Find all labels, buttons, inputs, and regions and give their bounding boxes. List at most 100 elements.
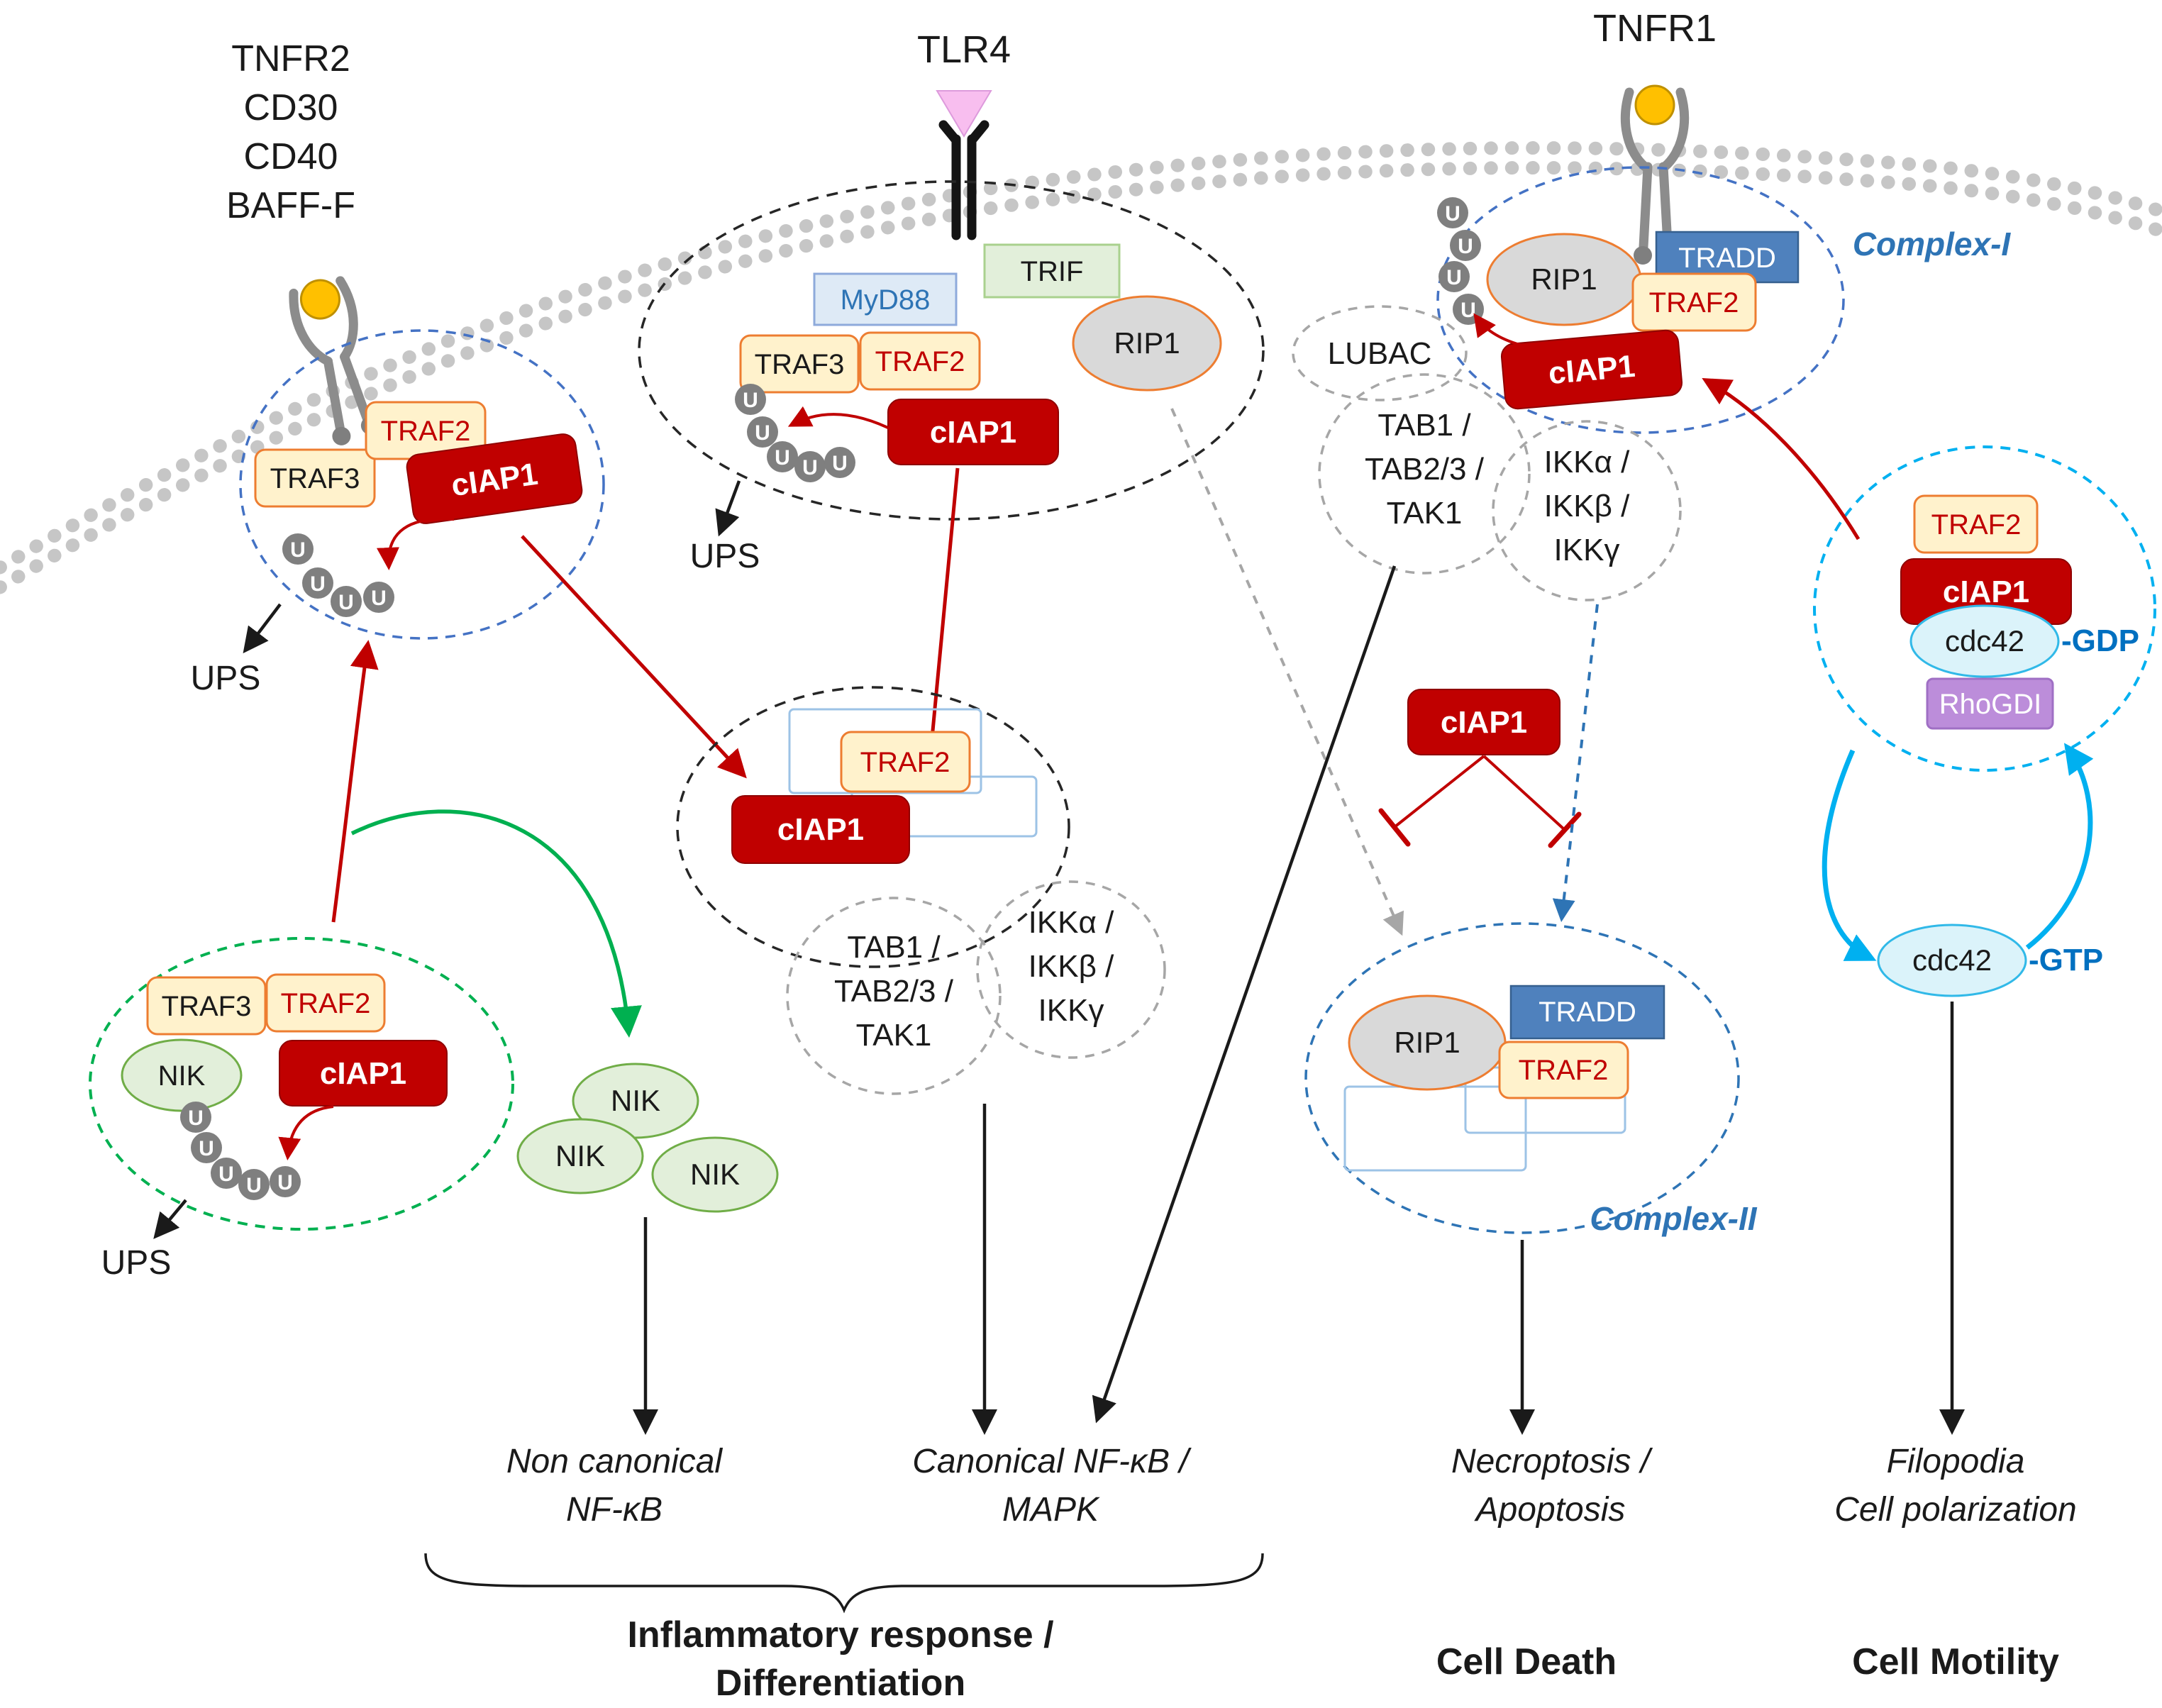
cell-membrane-outer: [0, 141, 2162, 575]
traf3-box: [739, 334, 860, 394]
summary-cell-motility: Cell Motility: [1852, 1641, 2059, 1682]
ubiquitin-letter: U: [1460, 299, 1476, 322]
gtp-to-gdp-arrow: [2025, 743, 2094, 950]
ubiquitin-letter: U: [199, 1137, 214, 1160]
ciap1-label: cIAP1: [930, 415, 1016, 450]
receptor-stem-icon: [1639, 162, 1653, 252]
traf2-label: TRAF2: [281, 988, 371, 1019]
complex-ellipse-middle: [676, 686, 1070, 968]
ikk-label-line3: IKKγ: [1038, 993, 1104, 1028]
ciap1-label: cIAP1: [320, 1056, 406, 1091]
traf2-box: [840, 731, 971, 793]
ubiquitination-arrow: [787, 406, 896, 433]
ubiquitin-circle: [1438, 261, 1470, 292]
traf2-box: [1498, 1041, 1629, 1099]
rip1-label: RIP1: [1114, 326, 1180, 360]
traf2-label: TRAF2: [860, 747, 950, 778]
ubiquitination-arrow: [377, 517, 455, 570]
feedback-arrow-nik-to-left: [331, 640, 379, 923]
receptor-tnfr1-glyph: [1620, 84, 1690, 265]
summary-inflammatory-line2: Differentiation: [716, 1663, 965, 1704]
ubiquitin-circle: [794, 451, 826, 482]
ciap1-box: [279, 1040, 448, 1107]
receptor-label-tlr4: TLR4: [917, 28, 1011, 71]
ciap1-box: [1407, 689, 1560, 755]
ubiquitin-circle: [735, 384, 766, 415]
ikk-label-line2: IKKβ /: [1544, 489, 1630, 523]
ubiquitin-chain: U U U U: [1437, 197, 1484, 325]
tab-label-line2: TAB2/3 /: [834, 974, 954, 1009]
ciap1-label: cIAP1: [1943, 575, 2029, 609]
ubiquitin-circle: [1450, 230, 1481, 261]
outcome-death-line1: Necroptosis /: [1451, 1443, 1653, 1480]
ups-arrow: [243, 603, 282, 654]
ubiquitin-letter: U: [246, 1174, 262, 1197]
ups-label: UPS: [690, 538, 760, 575]
ubiquitin-letter: U: [802, 456, 818, 479]
rhogdi-box: [1926, 677, 2054, 730]
ubiquitin-letter: U: [338, 591, 354, 614]
nik-label: NIK: [611, 1084, 660, 1117]
receptor-label-tnfr2: TNFR2: [231, 38, 350, 79]
traf3-box: [254, 448, 376, 508]
ubiquitin-letter: U: [1445, 202, 1460, 226]
traf2-box: [859, 331, 981, 391]
tlr4-flare-icon: [938, 120, 961, 145]
receptor-stem-icon: [340, 352, 372, 423]
ups-arrow: [153, 1199, 187, 1239]
outcome-death-line2: Apoptosis: [1474, 1491, 1626, 1529]
tab-label-line2: TAB2/3 /: [1365, 452, 1485, 487]
ciap1-box: [1500, 329, 1683, 410]
receptor-foot-icon: [332, 426, 351, 445]
rip1-to-complex2-dashed-arrow: [1170, 408, 1404, 936]
ubiquitin-chain: U U U U U: [180, 1102, 301, 1200]
receptor-label-tnfr1: TNFR1: [1593, 7, 1717, 50]
traf2-label: TRAF2: [1931, 509, 2022, 540]
ikk-label-line2: IKKβ /: [1029, 949, 1114, 984]
ubiquitin-letter: U: [290, 538, 306, 562]
ciap1-group: cIAP1: [1500, 329, 1683, 410]
ubiquitin-letter: U: [1446, 266, 1462, 289]
ubiquitin-circle: [824, 447, 855, 478]
ubiquitin-circle: [211, 1158, 242, 1189]
receptor-stem-icon: [323, 356, 345, 433]
receptor-arm-icon: [336, 276, 358, 362]
inhibition-line: [1393, 755, 1485, 828]
complex1-label: Complex-I: [1853, 226, 2012, 262]
ubiquitin-letter: U: [755, 421, 770, 445]
lubac-label: LUBAC: [1328, 336, 1432, 371]
ubiquitin-letter: U: [1458, 235, 1473, 258]
complex-ellipse-left: [239, 329, 605, 640]
ciap1-label: cIAP1: [1441, 705, 1527, 740]
ubiquitin-letter: U: [743, 389, 758, 412]
ikk-ghost-box: [788, 708, 982, 794]
ups-label: UPS: [191, 660, 261, 697]
ubiquitin-letter: U: [775, 446, 790, 470]
ikk-ghost-box: [1343, 1085, 1527, 1172]
receptor-label-cd30: CD30: [244, 87, 338, 128]
ubiquitin-letter: U: [188, 1107, 204, 1130]
outcome-canonical-line2: MAPK: [1002, 1491, 1100, 1529]
cdc42-gtp-ellipse: [1877, 924, 2027, 997]
traf2-box: [1913, 494, 2039, 554]
ikk-to-complex2-dashed-arrow: [1552, 604, 1599, 922]
nik-ellipse: [651, 1136, 779, 1213]
ups-arrow: [715, 480, 741, 537]
ikk-label-line1: IKKα /: [1544, 445, 1631, 479]
tab-label-line3: TAK1: [856, 1018, 932, 1053]
rip1-label: RIP1: [1394, 1026, 1460, 1059]
nik-label: NIK: [555, 1139, 605, 1172]
ubiquitin-chain: U U U U U: [735, 384, 855, 482]
traf2-label: TRAF2: [1649, 287, 1739, 318]
inhibition-tbar: [1378, 808, 1411, 847]
traf2-label: TRAF2: [381, 416, 471, 447]
complex-ellipse-nik: [89, 937, 514, 1231]
tab-tak-ellipse: [1318, 373, 1531, 575]
gdp-label: -GDP: [2061, 623, 2139, 658]
trif-label: TRIF: [1021, 256, 1084, 287]
ubiquitin-letter: U: [371, 587, 387, 610]
ubiquitin-circle: [767, 441, 798, 472]
gdp-to-gtp-arrow: [1822, 749, 1877, 961]
